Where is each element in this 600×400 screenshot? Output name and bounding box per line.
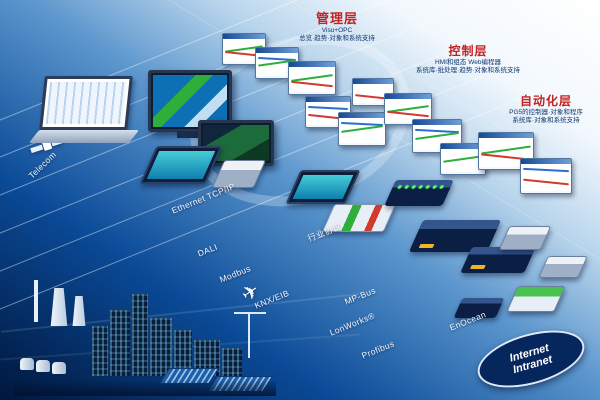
label-strip <box>418 244 435 248</box>
city-ground-shadow <box>14 380 276 396</box>
management-layer-title: 管理层 <box>315 11 358 26</box>
label-strip <box>469 265 486 269</box>
layer-caption-control: 控制层 HMI和组态 Web编程器 系统库·批处理·趋势·对象和系统支持 <box>408 42 528 76</box>
laptop <box>28 76 140 143</box>
scada-window <box>352 78 394 106</box>
building <box>150 318 172 376</box>
window-chart <box>223 39 265 62</box>
building <box>110 310 130 376</box>
storage-tank <box>36 360 50 372</box>
window-chart <box>441 149 485 172</box>
field-device <box>506 286 566 312</box>
storage-tank <box>20 358 34 370</box>
touch-panel-screen <box>146 151 216 179</box>
chart-line-blue <box>522 168 570 173</box>
internet-intranet-cloud: Internet Intranet <box>471 319 591 399</box>
io-module-device <box>498 226 552 250</box>
window-chart <box>353 84 393 103</box>
window-titlebar <box>353 79 393 84</box>
management-layer-line2: 总览·趋势·对象和系统支持 <box>299 35 375 43</box>
automation-layer-line2: 系统库·对象和系统支持 <box>512 117 580 125</box>
building <box>132 294 148 376</box>
monitor-stand <box>177 131 203 138</box>
crane-mast <box>248 312 250 358</box>
window-chart <box>256 53 298 76</box>
chart-line-green <box>291 73 333 82</box>
cooling-tower <box>50 288 68 326</box>
chart-line-red <box>523 178 569 186</box>
led-row <box>395 184 449 190</box>
bus-label-profibus: Profibus <box>360 338 396 361</box>
layer-caption-management: 管理层 Visu+OPC 总览·趋势·对象和系统支持 <box>282 8 392 44</box>
chart-line-red <box>387 111 429 118</box>
scada-window <box>520 158 572 194</box>
window-chart <box>339 118 385 143</box>
chart-line-blue <box>307 105 349 110</box>
window-titlebar <box>223 34 265 39</box>
management-layer-line1: Visu+OPC <box>321 27 353 34</box>
smokestack <box>34 280 38 322</box>
building <box>222 348 242 376</box>
window-titlebar <box>339 113 385 118</box>
building <box>174 330 192 376</box>
laptop-chart <box>45 82 127 124</box>
scada-window <box>305 96 351 128</box>
window-titlebar <box>413 120 461 125</box>
chart-line-green <box>415 131 459 140</box>
controller-device <box>384 180 454 206</box>
io-module-device <box>538 256 588 278</box>
chart-line-green <box>443 154 483 163</box>
scada-window <box>412 119 462 153</box>
scada-window <box>338 112 386 146</box>
window-titlebar <box>306 97 350 102</box>
window-titlebar <box>479 133 533 138</box>
scada-monitor-screen <box>153 75 227 127</box>
plc-controller <box>460 247 536 273</box>
bus-label-dali: DALI <box>196 241 219 259</box>
window-titlebar <box>521 159 571 164</box>
storage-tank <box>52 362 66 374</box>
window-titlebar <box>441 144 485 149</box>
window-chart <box>289 67 335 92</box>
control-layer-line1: HMI和组态 Web编程器 <box>435 59 501 66</box>
control-layer-line2: 系统库·批处理·趋势·对象和系统支持 <box>416 67 520 75</box>
laptop-base <box>28 130 140 143</box>
bus-label-mp-bus: MP-Bus <box>343 285 378 307</box>
window-chart <box>385 99 431 122</box>
crane-jib <box>234 312 266 314</box>
laptop-screen <box>39 76 133 130</box>
city-scene <box>14 268 276 396</box>
chart-line-red <box>291 80 333 87</box>
window-titlebar <box>385 94 431 99</box>
layer-caption-automation: 自动化层 PG5的控制器·对象和程序 系统库·对象和系统支持 <box>492 92 600 126</box>
chart-line-green <box>481 145 531 155</box>
control-layer-title: 控制层 <box>448 44 488 58</box>
touch-panel-screen <box>292 175 354 199</box>
automation-layer-line1: PG5的控制器·对象和程序 <box>509 109 583 116</box>
chart-line-blue <box>340 121 384 127</box>
window-chart <box>521 164 571 191</box>
window-titlebar <box>256 48 298 53</box>
automation-layer-title: 自动化层 <box>519 94 572 108</box>
scada-window <box>288 61 336 95</box>
scada-monitor <box>148 70 232 138</box>
cooling-tower <box>72 296 86 326</box>
satellite-panel <box>30 144 44 153</box>
building <box>92 326 108 376</box>
window-titlebar <box>289 62 335 67</box>
